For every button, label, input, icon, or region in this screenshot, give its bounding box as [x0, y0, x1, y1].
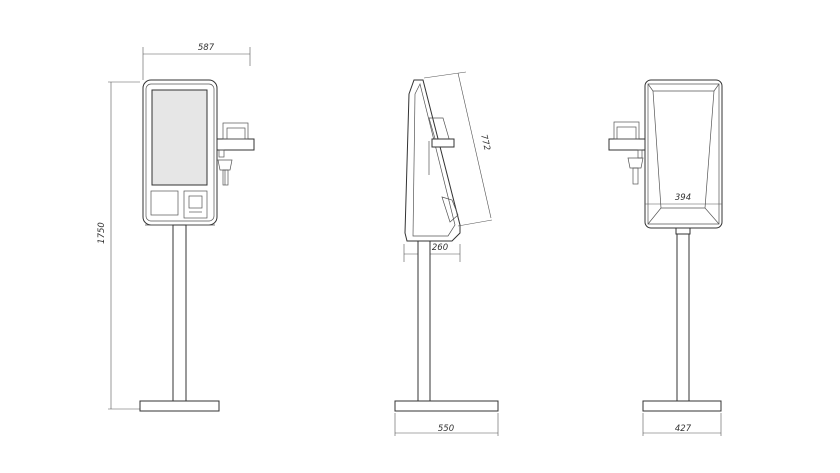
front-pinpad — [183, 190, 208, 219]
back-body-width-label: 394 — [675, 193, 691, 203]
side-pole — [417, 240, 431, 402]
front-width-label: 587 — [198, 43, 215, 53]
front-view: 587 1750 — [97, 43, 255, 412]
back-pole — [676, 233, 690, 402]
front-width-dimension: 587 — [142, 43, 251, 80]
back-base-width-label: 427 — [675, 424, 692, 434]
slant-length-dimension: 772 — [423, 71, 493, 227]
front-side-tray — [216, 122, 255, 186]
total-height-label: 1750 — [97, 222, 107, 244]
front-base — [139, 400, 220, 412]
back-kiosk-body — [644, 79, 723, 229]
back-base-width-dimension: 427 — [642, 413, 722, 436]
slant-length-label: 772 — [478, 134, 491, 152]
side-kiosk-body — [404, 79, 461, 242]
side-base-width-label: 550 — [438, 424, 454, 434]
total-height-dimension: 1750 — [97, 81, 140, 410]
front-screen — [151, 89, 208, 186]
side-view: 772 260 550 — [394, 71, 499, 436]
side-base — [394, 400, 499, 412]
front-pole — [172, 224, 187, 402]
back-view: 394 427 — [608, 79, 723, 436]
side-base-width-dimension: 550 — [394, 413, 499, 436]
back-side-tray — [608, 121, 646, 185]
front-card-slot — [150, 190, 179, 216]
back-body-width-dimension: 394 — [645, 193, 722, 205]
side-depth-dimension: 260 — [403, 243, 461, 262]
back-base — [642, 400, 722, 412]
side-depth-label: 260 — [432, 243, 448, 253]
